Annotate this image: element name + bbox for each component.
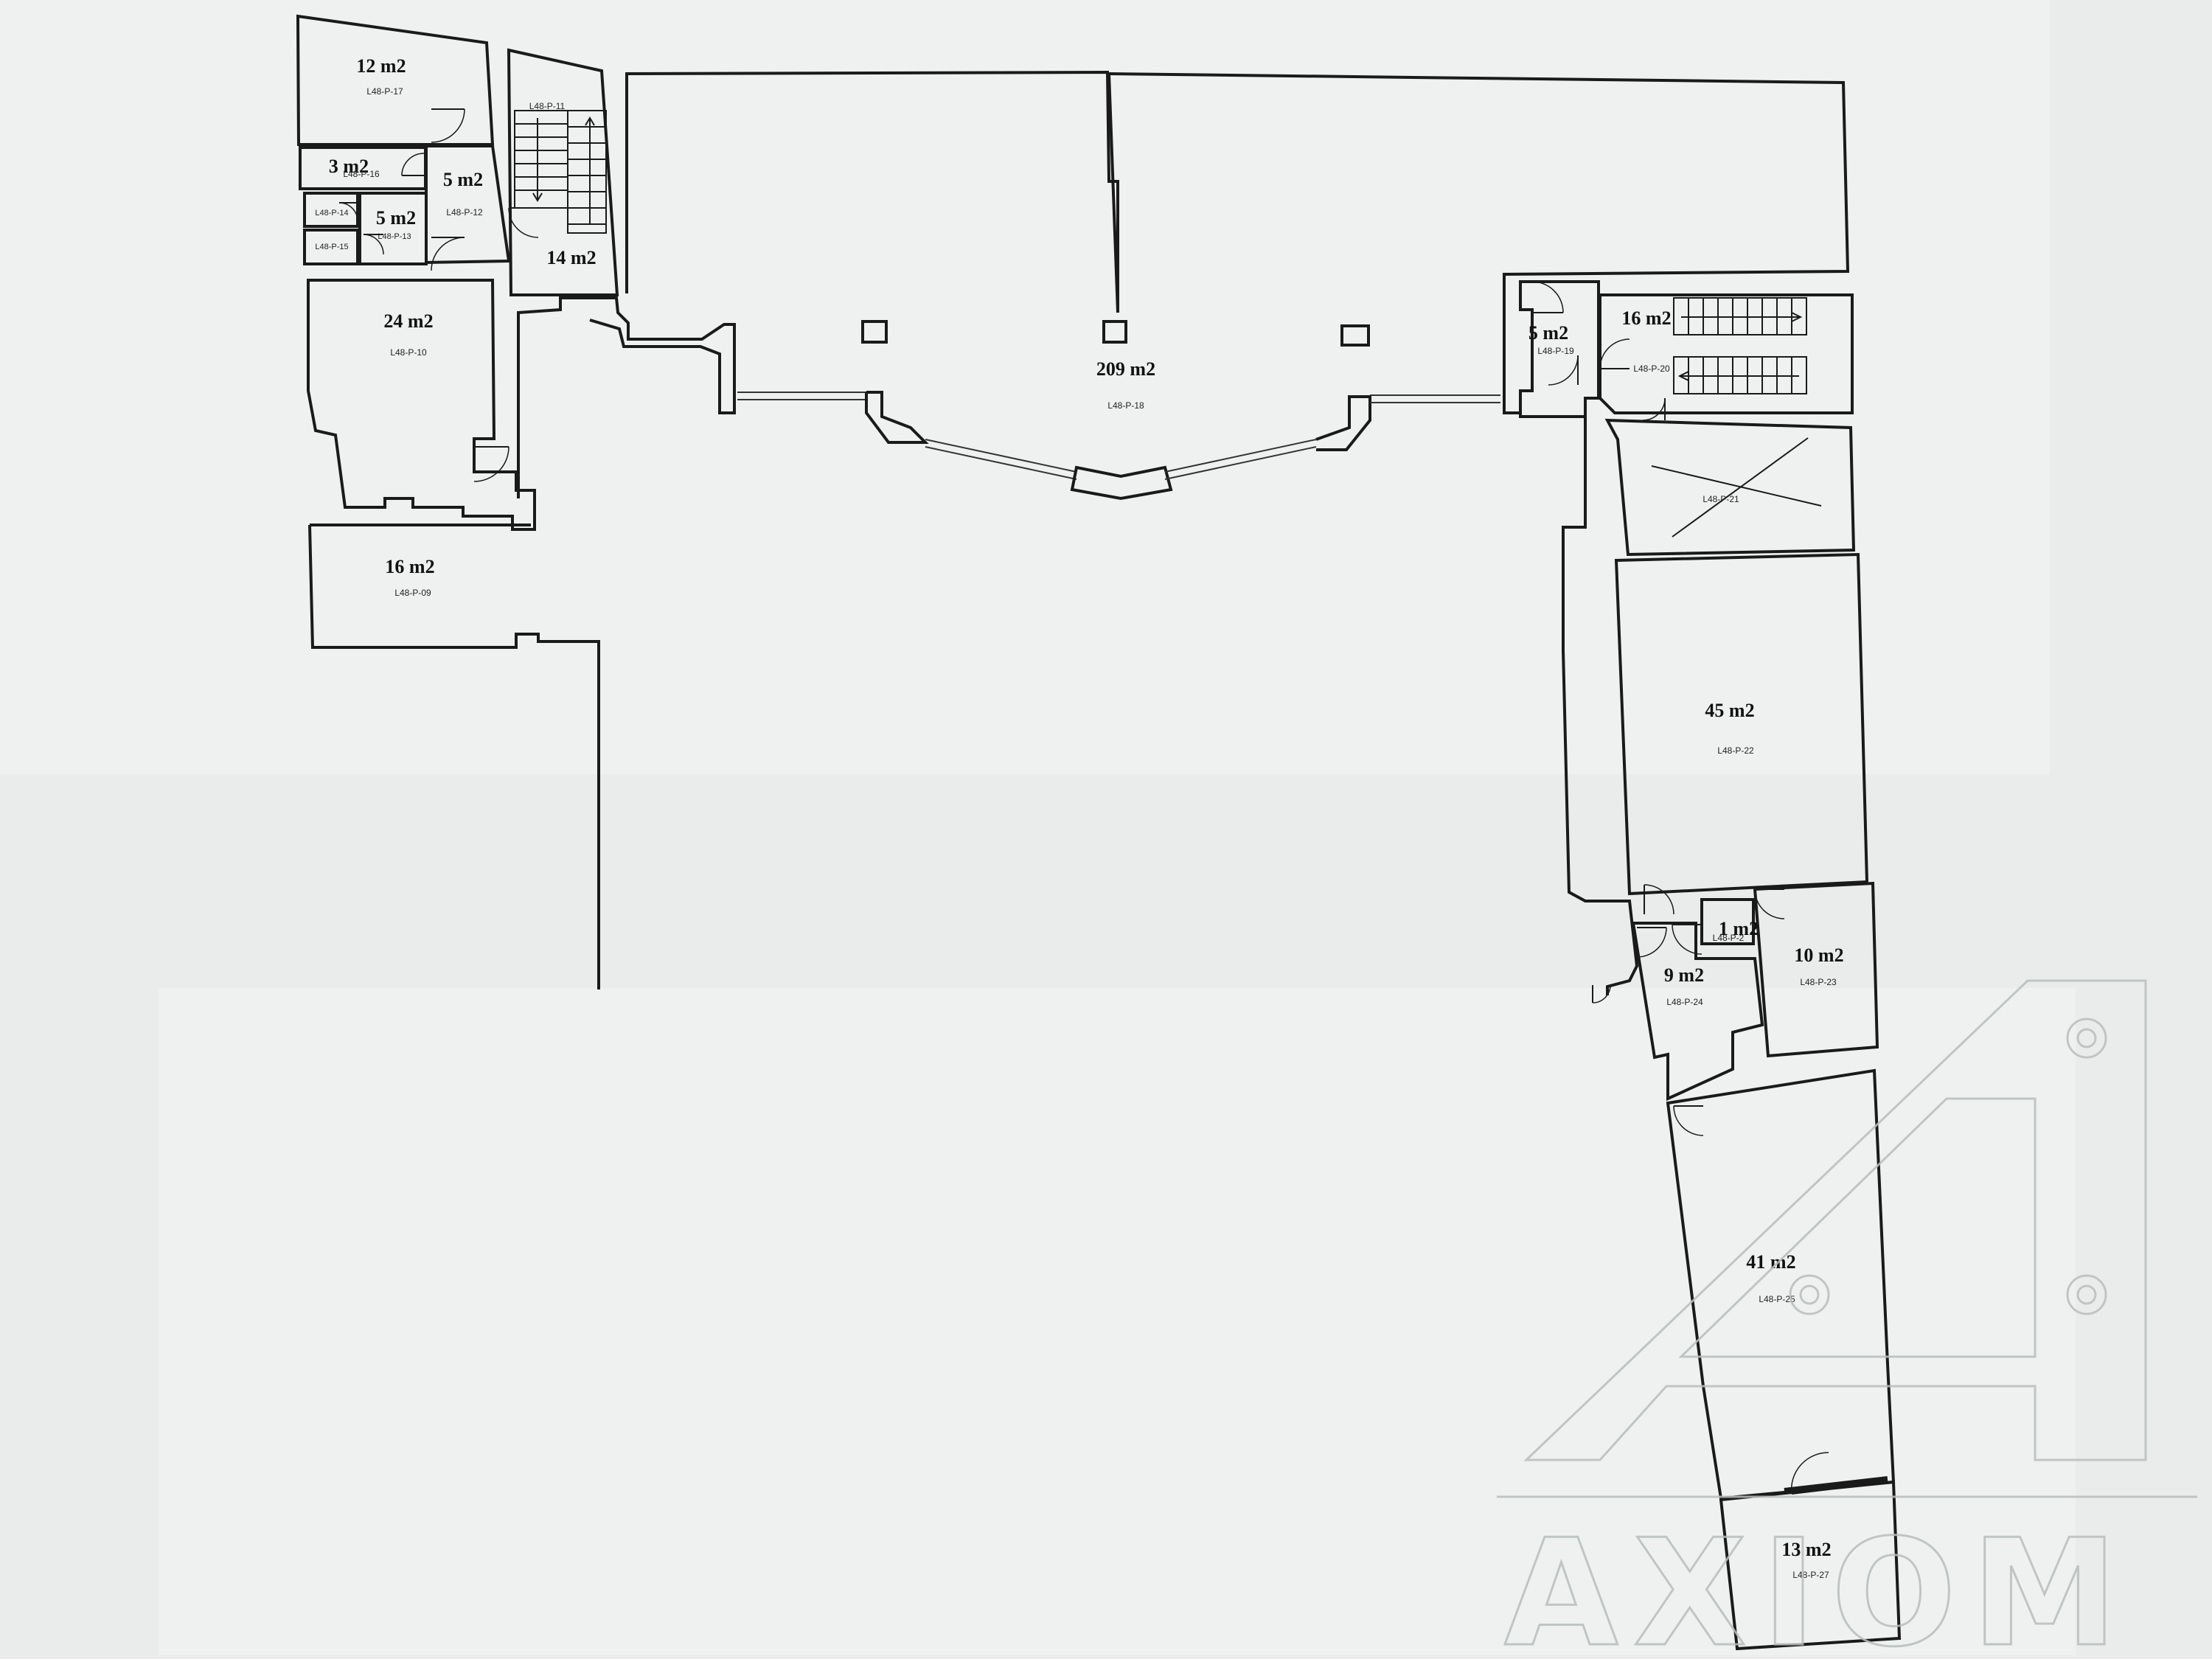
code-label-p20: L48-P-20 <box>1633 364 1670 374</box>
right-wing-ext-wall <box>1562 417 1639 995</box>
hall-right-wall <box>1108 72 1850 414</box>
area-label-p10: 24 m2 <box>383 310 433 332</box>
corridor-wall <box>517 296 736 498</box>
code-label-p23: L48-P-23 <box>1800 977 1837 987</box>
room-p11-outline <box>507 48 619 296</box>
room-p20-outline <box>1599 293 1854 414</box>
watermark-text: AXIOM <box>1504 1508 2132 1659</box>
room-p2x-outline <box>1700 898 1755 945</box>
paper-sheet-lower <box>159 988 2076 1655</box>
code-label-p27: L48-P-27 <box>1792 1570 1829 1580</box>
paper-sheet <box>0 0 2050 774</box>
room-p23-outline <box>1753 881 1879 1058</box>
hall-pillar-right <box>1315 395 1371 451</box>
area-label-p19: 5 m2 <box>1528 322 1568 344</box>
room-p14-outline <box>303 192 359 228</box>
code-label-p14: L48-P-14 <box>315 209 348 218</box>
code-label-p21: L48-P-21 <box>1703 494 1739 504</box>
hall-divider <box>1107 73 1119 313</box>
hall-bay-center <box>1070 465 1173 501</box>
code-label-p13: L48-P-13 <box>378 232 411 241</box>
code-label-p24: L48-P-24 <box>1666 997 1703 1007</box>
code-label-p12: L48-P-12 <box>446 207 483 218</box>
code-label-p2x: L48-P-2 <box>1713 933 1745 943</box>
column-1 <box>861 320 888 344</box>
area-label-p23: 10 m2 <box>1794 945 1843 966</box>
area-label-p16: 3 m2 <box>329 156 369 177</box>
left-wing-walls <box>296 14 736 990</box>
code-label-p16: L48-P-16 <box>343 169 380 179</box>
room-labels: 12 m2 L48-P-17 L48-P-11 14 m2 3 m2 L48-P… <box>315 55 1843 1580</box>
room-p22-outline <box>1614 552 1869 896</box>
crossed-out-mark <box>1651 437 1822 538</box>
code-label-p18: L48-P-18 <box>1107 400 1144 411</box>
axiom-logo-icon: AXIOM <box>1497 979 2197 1659</box>
right-doors <box>1531 281 1829 1495</box>
area-label-p12: 5 m2 <box>443 169 483 190</box>
column-2 <box>1102 320 1127 344</box>
room-p24-outline <box>1631 922 1764 1102</box>
room-p09-outline <box>308 524 600 990</box>
room-p21-outline <box>1604 418 1856 557</box>
area-label-p13: 5 m2 <box>376 207 416 229</box>
area-label-p11: 14 m2 <box>546 247 596 268</box>
left-doors <box>338 108 539 482</box>
code-label-p19: L48-P-19 <box>1537 346 1574 356</box>
area-label-p18: 209 m2 <box>1096 358 1155 380</box>
area-label-p09: 16 m2 <box>385 556 434 577</box>
room-p10-outline <box>307 279 536 531</box>
stair-treads-left <box>515 123 606 225</box>
area-label-p17: 12 m2 <box>356 55 406 77</box>
code-label-p11: L48-P-11 <box>529 101 566 111</box>
area-label-p27: 13 m2 <box>1781 1539 1831 1560</box>
room-p15-outline <box>303 229 359 265</box>
left-stairs <box>514 110 607 234</box>
right-stairs <box>1673 297 1807 394</box>
area-label-p24: 9 m2 <box>1664 964 1704 986</box>
hall-left-wall <box>625 70 1119 313</box>
code-label-p10: L48-P-10 <box>390 347 427 358</box>
area-label-p22: 45 m2 <box>1705 700 1754 721</box>
code-label-p22: L48-P-22 <box>1717 745 1754 756</box>
code-label-p09: L48-P-09 <box>394 588 431 598</box>
main-hall-walls <box>625 70 1850 501</box>
column-3 <box>1340 324 1370 347</box>
code-label-p25: L48-P-25 <box>1759 1294 1795 1304</box>
room-p13-outline <box>358 192 428 265</box>
area-label-p20: 16 m2 <box>1621 307 1671 329</box>
area-label-p2x: 1 m2 <box>1719 918 1759 939</box>
code-label-p15: L48-P-15 <box>315 243 348 251</box>
hall-pillar-left <box>865 391 929 444</box>
code-label-p17: L48-P-17 <box>366 86 403 97</box>
